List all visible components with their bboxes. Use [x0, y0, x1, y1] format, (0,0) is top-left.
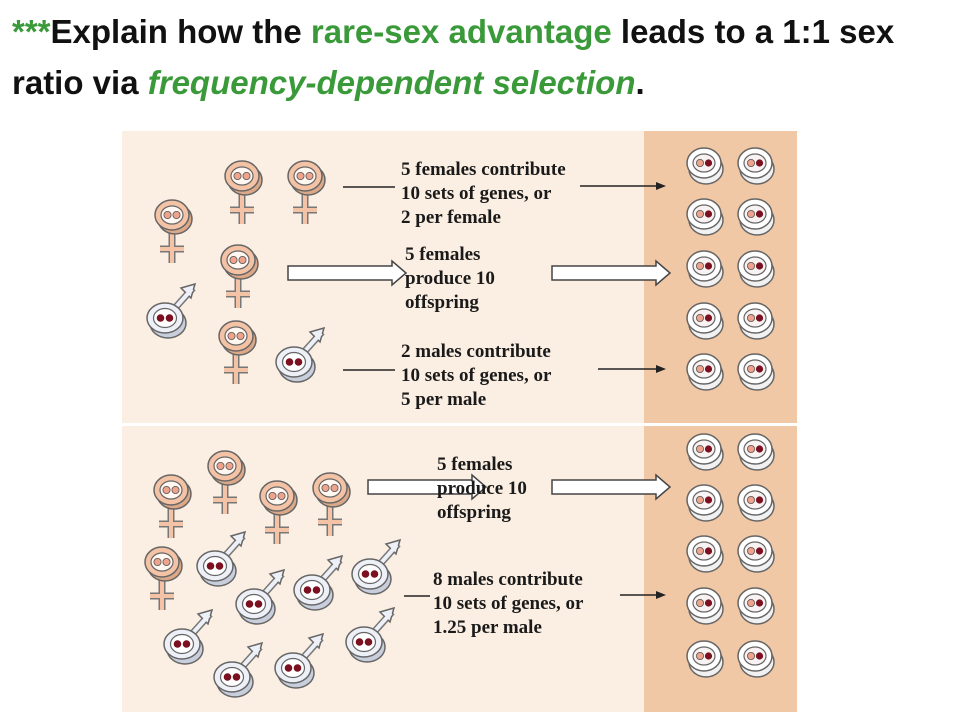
label-line: 2 males contribute	[401, 341, 551, 362]
offspring-symbol	[737, 302, 775, 340]
label-line: 1.25 per male	[433, 617, 542, 638]
offspring-symbol	[737, 535, 775, 573]
offspring-symbol	[686, 250, 724, 288]
label-line: 2 per female	[401, 207, 501, 228]
top-female-offspring-label: 5 females produce 10 offspring	[405, 244, 500, 313]
bottom-male-genes-label: 8 males contribute 10 sets of genes, or …	[433, 569, 588, 638]
title-highlight-fds: frequency-dependent selection	[147, 64, 636, 101]
offspring-symbol	[737, 353, 775, 391]
offspring-symbol	[686, 484, 724, 522]
offspring-symbol	[686, 433, 724, 471]
arrow	[343, 365, 666, 373]
offspring-symbol	[686, 640, 724, 678]
title-text-1: Explain how the	[50, 13, 311, 50]
bottom-female-offspring-label: 5 females produce 10 offspring	[437, 454, 532, 523]
offspring-symbol	[686, 353, 724, 391]
offspring-symbol	[686, 587, 724, 625]
label-line: 8 males contribute	[433, 569, 583, 590]
offspring-symbol	[686, 147, 724, 185]
label-line: produce 10	[437, 478, 527, 499]
title-highlight-rare-sex: rare-sex advantage	[310, 13, 612, 50]
label-line: 5 females	[437, 454, 512, 475]
offspring-symbol	[737, 147, 775, 185]
offspring-symbol	[737, 433, 775, 471]
offspring-symbol	[737, 250, 775, 288]
offspring-symbol	[686, 535, 724, 573]
label-line: 5 females	[405, 244, 480, 265]
offspring-symbol	[686, 198, 724, 236]
label-line: 5 females contribute	[401, 159, 566, 180]
label-line: 5 per male	[401, 389, 486, 410]
title-text-2: leads to a 1:1 sex ratio via	[12, 13, 895, 101]
title-asterisks: ***	[12, 13, 51, 50]
label-line: offspring	[437, 502, 511, 523]
offspring-symbol	[737, 484, 775, 522]
offspring-symbol	[737, 587, 775, 625]
label-line: 10 sets of genes, or	[433, 593, 584, 614]
label-line: offspring	[405, 292, 479, 313]
top-male-genes-label: 2 males contribute 10 sets of genes, or …	[401, 341, 556, 410]
label-line: 10 sets of genes, or	[401, 365, 552, 386]
top-female-genes-label: 5 females contribute 10 sets of genes, o…	[401, 159, 570, 228]
title-period: .	[635, 64, 645, 101]
offspring-symbol	[737, 640, 775, 678]
offspring-symbol	[737, 198, 775, 236]
label-line: 10 sets of genes, or	[401, 183, 552, 204]
question-title: ***Explain how the rare-sex advantage le…	[12, 6, 952, 108]
arrow	[404, 591, 666, 599]
offspring-symbol	[686, 302, 724, 340]
label-line: produce 10	[405, 268, 495, 289]
arrow	[343, 182, 666, 190]
